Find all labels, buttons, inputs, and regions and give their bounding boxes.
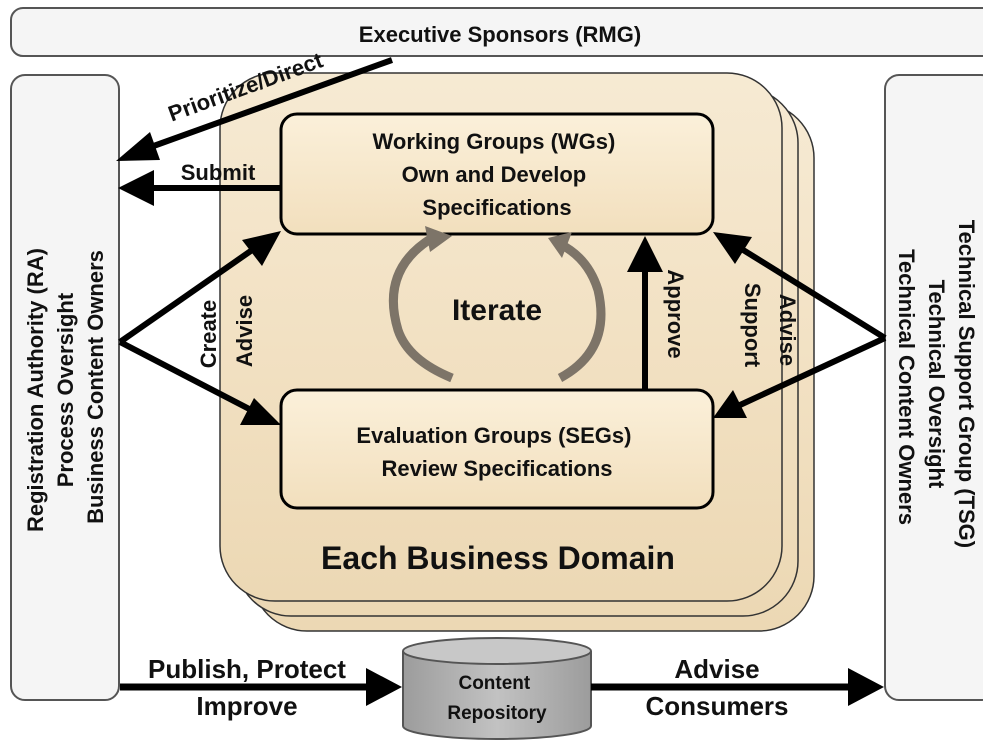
- consumers-label-line-2: Consumers: [645, 691, 788, 721]
- iterate-right-arrow-icon: [557, 239, 606, 382]
- arrows: [116, 57, 887, 706]
- iterate-right-arrowhead-icon: [548, 232, 572, 258]
- tsg-to-wg-arrow: [738, 245, 887, 341]
- business-domain-label: Each Business Domain: [321, 540, 675, 576]
- consumers-arrowhead-icon: [848, 668, 884, 706]
- seg-line-1: Evaluation Groups (SEGs): [356, 423, 631, 448]
- working-groups-box: Working Groups (WGs) Own and Develop Spe…: [279, 112, 715, 236]
- tsg-to-wg-arrowhead-icon: [713, 232, 752, 264]
- repository-line-1: Content: [458, 673, 530, 694]
- publish-label-line-1: Publish, Protect: [148, 654, 346, 684]
- approve-arrowhead-icon: [627, 236, 663, 272]
- tsg-to-seg-arrowhead-icon: [713, 390, 747, 418]
- executive-sponsors-box: Executive Sponsors (RMG): [10, 7, 983, 57]
- approve-label: Approve: [663, 269, 688, 358]
- create-arrowhead-icon: [242, 231, 281, 266]
- content-repository: Content Repository: [402, 637, 592, 740]
- iterate-left-arrow-icon: [388, 234, 454, 383]
- iterate-left-arrowhead-icon: [425, 226, 452, 252]
- repository-line-2: Repository: [447, 703, 547, 724]
- prioritize-arrowhead-icon: [116, 132, 160, 161]
- evaluation-groups-box: Evaluation Groups (SEGs) Review Specific…: [279, 388, 715, 510]
- svg-text:Content Repository: Content Repository: [447, 673, 547, 724]
- ra-line-1: Registration Authority (RA): [23, 248, 48, 532]
- wg-line-2: Own and Develop: [402, 162, 587, 187]
- registration-authority-box: Registration Authority (RA) Process Over…: [10, 74, 120, 701]
- create-arrow: [118, 245, 257, 345]
- advise-left-arrow: [118, 339, 257, 415]
- technical-support-group-box: Technical Support Group (TSG) Technical …: [884, 74, 983, 701]
- seg-line-2: Review Specifications: [381, 456, 612, 481]
- iterate-cycle: Iterate: [388, 226, 606, 383]
- svg-text:Evaluation Groups (SEGs): Evaluation Groups (SEGs) Review Specific…: [356, 423, 637, 481]
- publish-label-line-2: Improve: [196, 691, 297, 721]
- submit-arrowhead-icon: [118, 170, 154, 206]
- advise-left-label: Advise: [232, 295, 257, 367]
- advise-left-arrowhead-icon: [240, 398, 281, 425]
- prioritize-arrow: [146, 57, 394, 151]
- wg-line-3: Specifications: [422, 195, 571, 220]
- tsg-line-1: Technical Support Group (TSG): [954, 220, 979, 548]
- tsg-line-3: Technical Content Owners: [894, 249, 919, 525]
- advise-right-label: Advise: [775, 294, 800, 366]
- tsg-to-seg-arrow: [738, 335, 887, 408]
- svg-text:Working Groups (WGs) Own: Working Groups (WGs) Own and Develop Spe…: [373, 129, 622, 220]
- create-label: Create: [196, 300, 221, 368]
- executive-sponsors-label: Executive Sponsors (RMG): [359, 22, 641, 47]
- ra-line-3: Business Content Owners: [83, 250, 108, 524]
- svg-text:Technical Support Group (TSG): Technical Support Group (TSG) Technical …: [894, 220, 979, 555]
- publish-arrowhead-icon: [366, 668, 402, 706]
- submit-label: Submit: [181, 160, 256, 185]
- wg-line-1: Working Groups (WGs): [373, 129, 616, 154]
- tsg-line-2: Technical Oversight: [924, 280, 949, 489]
- ra-line-2: Process Oversight: [53, 292, 78, 487]
- svg-text:Registration Authority (RA): Registration Authority (RA) Process Over…: [23, 242, 108, 532]
- iterate-label: Iterate: [452, 294, 542, 327]
- support-label: Support: [740, 283, 765, 368]
- consumers-label-line-1: Advise: [674, 654, 759, 684]
